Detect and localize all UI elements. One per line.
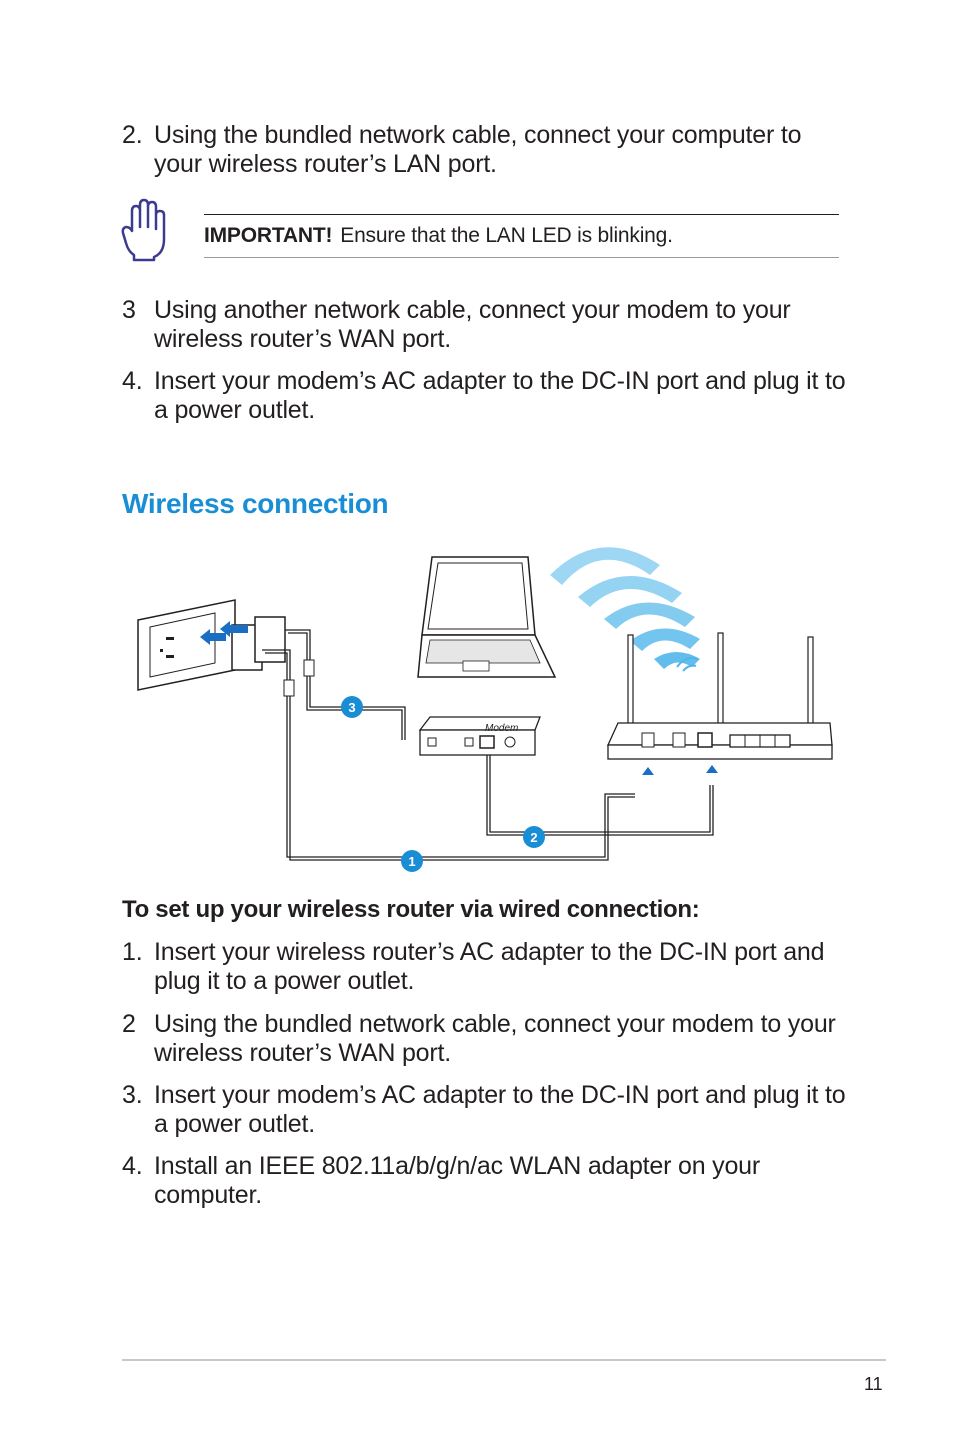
cable-ferrite	[303, 659, 315, 677]
note-body: Ensure that the LAN LED is blinking.	[340, 224, 673, 247]
section-title: Wireless connection	[122, 488, 389, 519]
step-number: 2.	[122, 121, 143, 149]
modem-icon	[418, 716, 541, 756]
step-item: 4. Install an IEEE 802.11a/b/g/n/ac WLAN…	[122, 1152, 852, 1210]
note-bottom-rule	[204, 257, 839, 258]
step-item: 4. Insert your modem’s AC adapter to the…	[122, 367, 852, 425]
ac-adapter-icon	[200, 616, 286, 671]
hand-icon	[121, 198, 166, 262]
note-top-rule	[204, 214, 839, 215]
note-label: IMPORTANT!	[204, 224, 333, 247]
wireless-signal-icon	[550, 547, 700, 669]
svg-text:1: 1	[408, 854, 415, 869]
step-text: Insert your modem’s AC adapter to the DC…	[154, 1081, 846, 1138]
wired-connection-diagram: Modem 1 2 3	[137, 547, 833, 872]
step-number: 3	[122, 296, 136, 324]
step-text: Insert your modem’s AC adapter to the DC…	[154, 367, 846, 424]
cable-ferrite	[283, 679, 295, 697]
step-item: 2. Using the bundled network cable, conn…	[122, 121, 852, 179]
procedure-title: To set up your wireless router via wired…	[122, 896, 700, 923]
footer-rule	[122, 1359, 886, 1361]
step-text: Using the bundled network cable, connect…	[154, 1010, 836, 1067]
page-number: 11	[864, 1374, 883, 1394]
step-item: 2 Using the bundled network cable, conne…	[122, 1010, 852, 1068]
signal-arcs	[676, 657, 699, 672]
step-text: Using another network cable, connect you…	[154, 296, 791, 353]
step-badge: 3	[341, 696, 363, 718]
step-number: 4.	[122, 1152, 143, 1180]
step-badge: 2	[523, 826, 545, 848]
wall-outlet-icon	[137, 599, 236, 691]
svg-text:2: 2	[530, 830, 537, 845]
step-number: 1.	[122, 938, 143, 966]
step-text: Insert your wireless router’s AC adapter…	[154, 938, 825, 995]
step-number: 2	[122, 1010, 136, 1038]
laptop-icon	[417, 556, 557, 678]
note-text: IMPORTANT! Ensure that the LAN LED is bli…	[204, 223, 673, 249]
cables	[262, 629, 714, 861]
svg-text:3: 3	[348, 700, 355, 715]
step-item: 3. Insert your modem’s AC adapter to the…	[122, 1081, 852, 1139]
modem-label: Modem	[485, 723, 518, 734]
step-badge: 1	[401, 850, 423, 872]
step-text: Install an IEEE 802.11a/b/g/n/ac WLAN ad…	[154, 1152, 760, 1209]
step-number: 4.	[122, 367, 143, 395]
step-item: 3 Using another network cable, connect y…	[122, 296, 852, 354]
step-text: Using the bundled network cable, connect…	[154, 121, 802, 178]
step-item: 1. Insert your wireless router’s AC adap…	[122, 938, 852, 996]
router-icon	[606, 632, 833, 775]
step-number: 3.	[122, 1081, 143, 1109]
